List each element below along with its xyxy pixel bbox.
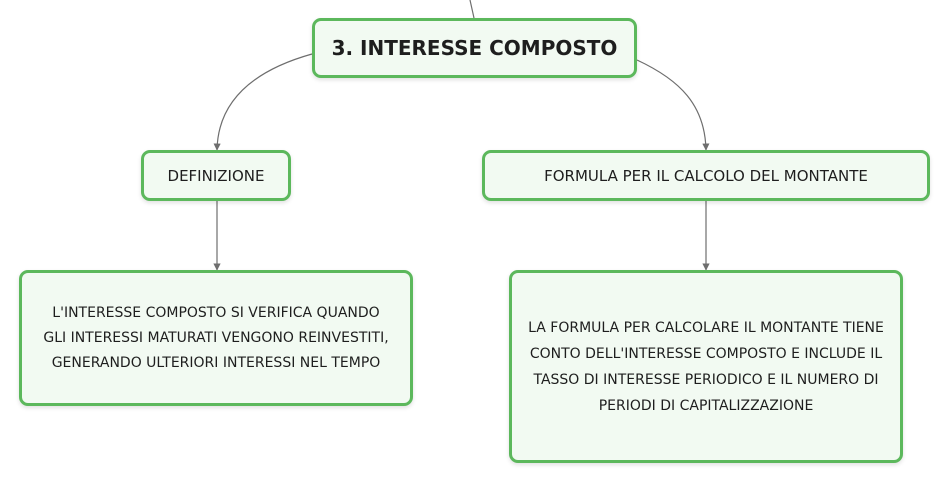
connector-root-to-definizione bbox=[213, 53, 313, 151]
connector-parent-to-root bbox=[469, 0, 475, 19]
branch-node-formula[interactable]: FORMULA PER IL CALCOLO DEL MONTANTE bbox=[482, 150, 930, 201]
connector-root-to-formula bbox=[636, 59, 710, 151]
detail-node-text: L'INTERESSE COMPOSTO SI VERIFICA QUANDO … bbox=[43, 304, 389, 371]
branch-node-label: FORMULA PER IL CALCOLO DEL MONTANTE bbox=[544, 166, 868, 185]
branch-node-label: DEFINIZIONE bbox=[167, 166, 265, 185]
detail-node-definizione[interactable]: L'INTERESSE COMPOSTO SI VERIFICA QUANDO … bbox=[19, 270, 413, 406]
root-node-label: 3. INTERESSE COMPOSTO bbox=[331, 36, 618, 60]
detail-node-formula[interactable]: LA FORMULA PER CALCOLARE IL MONTANTE TIE… bbox=[509, 270, 903, 463]
branch-node-definizione[interactable]: DEFINIZIONE bbox=[141, 150, 291, 201]
root-node[interactable]: 3. INTERESSE COMPOSTO bbox=[312, 18, 637, 78]
detail-node-text: LA FORMULA PER CALCOLARE IL MONTANTE TIE… bbox=[528, 319, 884, 414]
